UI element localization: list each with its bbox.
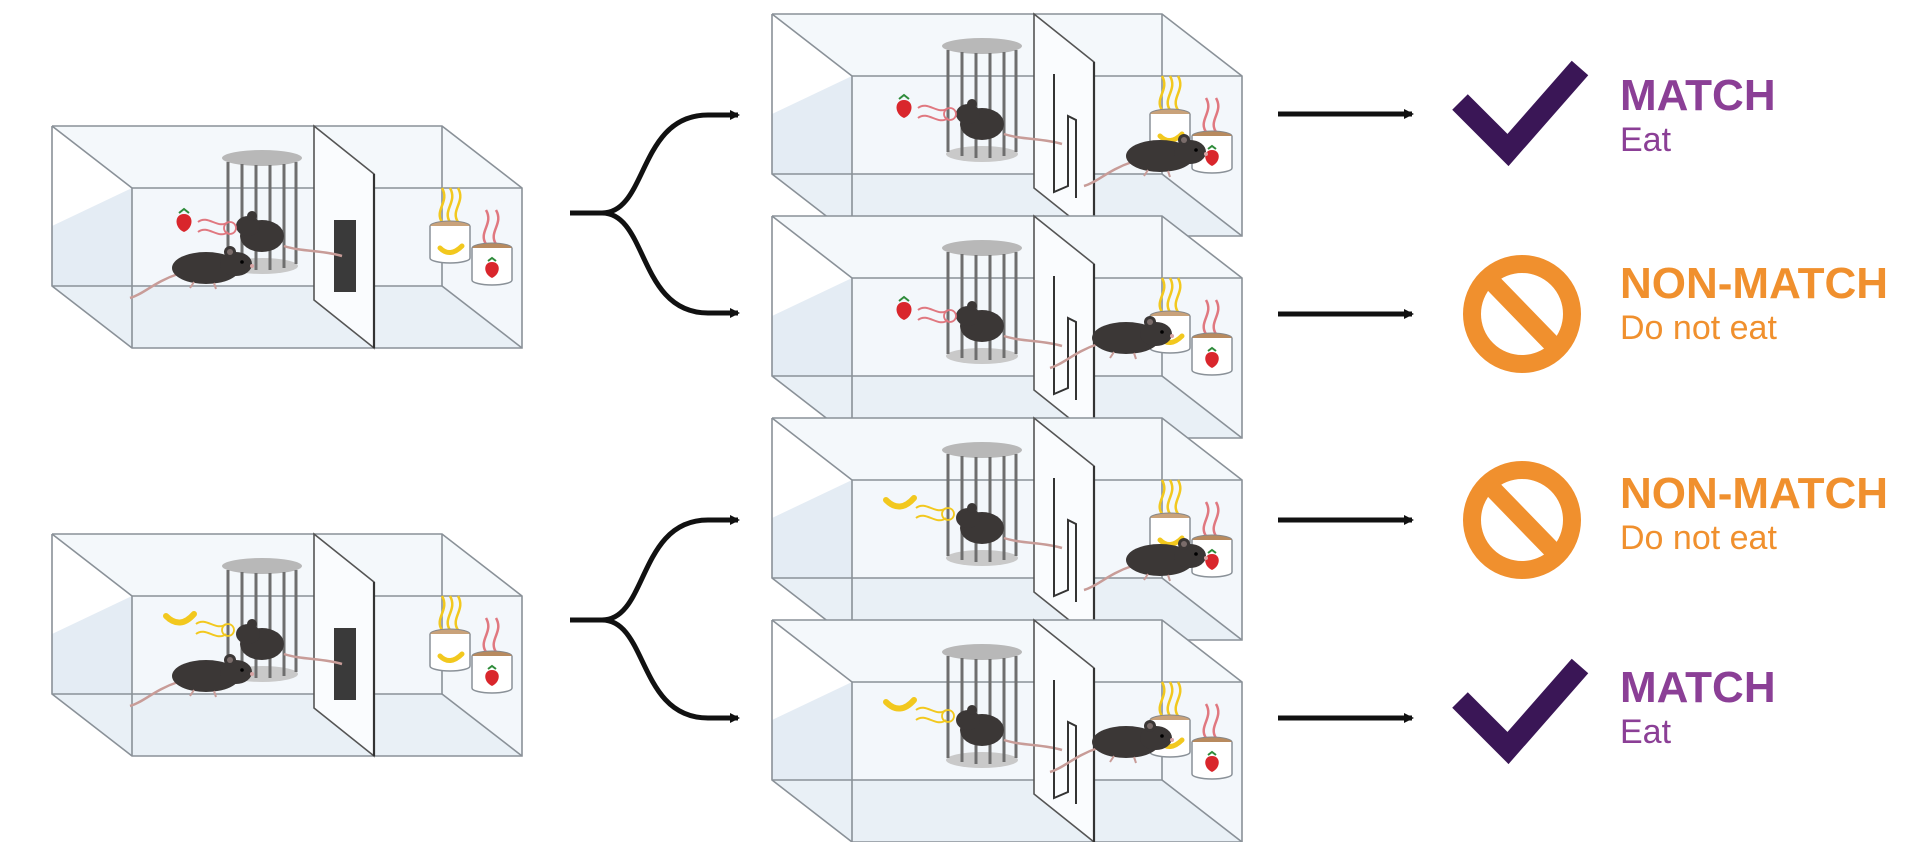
result-title: NON-MATCH	[1620, 259, 1889, 308]
result-title: NON-MATCH	[1620, 469, 1889, 518]
branch-arrow-top	[570, 110, 740, 318]
result-title: MATCH	[1620, 663, 1776, 712]
closed-door	[334, 628, 356, 700]
check-icon	[1452, 60, 1589, 167]
choice-chamber-4	[770, 618, 1244, 842]
result-subtitle: Eat	[1620, 121, 1672, 159]
branch-arrow-bottom	[570, 515, 740, 723]
left-chamber-banana	[50, 532, 524, 758]
prohibited-icon	[1463, 255, 1581, 373]
choice-chamber-1	[770, 12, 1244, 238]
result-label-4: MATCH Eat	[1620, 664, 1776, 752]
choice-chamber-2	[770, 214, 1244, 440]
result-label-3: NON-MATCH Do not eat	[1620, 470, 1888, 558]
prohibited-icon	[1463, 461, 1581, 579]
result-label-2: NON-MATCH Do not eat	[1620, 260, 1888, 348]
result-subtitle: Do not eat	[1620, 519, 1777, 557]
check-icon	[1452, 658, 1589, 765]
result-label-1: MATCH Eat	[1620, 72, 1776, 160]
choice-chamber-3	[770, 416, 1244, 642]
result-subtitle: Eat	[1620, 713, 1672, 751]
result-subtitle: Do not eat	[1620, 309, 1777, 347]
closed-door	[334, 220, 356, 292]
left-chamber-strawberry	[50, 124, 524, 350]
result-title: MATCH	[1620, 71, 1776, 120]
